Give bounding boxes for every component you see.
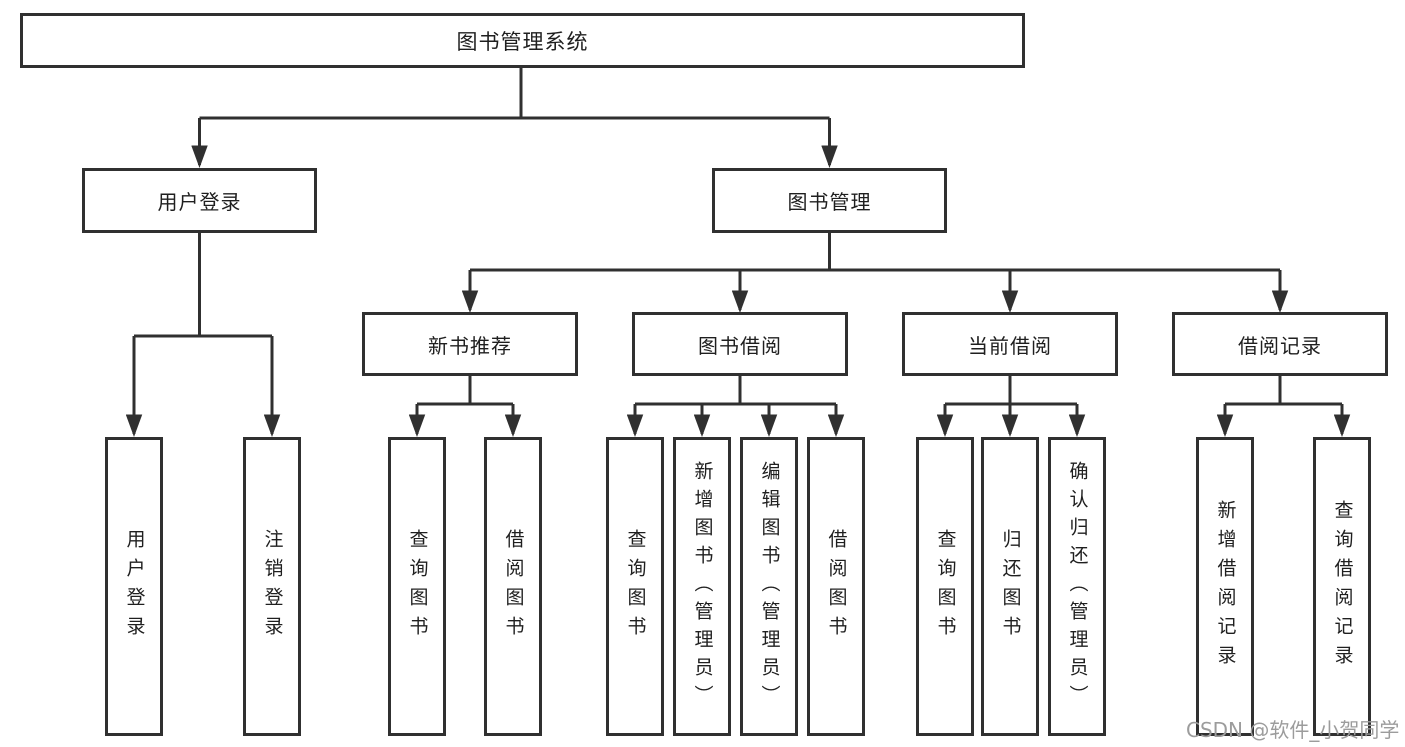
leaf-confirm-return-admin: 确认归还（管理员） [1048, 437, 1106, 736]
leaf-label: 新增图书（管理员） [691, 460, 714, 713]
leaf-label: 查询图书 [406, 528, 429, 645]
connector-current-borrowing [936, 376, 1086, 437]
node-book-management: 图书管理 [712, 168, 947, 233]
leaf-edit-book-admin: 编辑图书（管理员） [740, 437, 798, 736]
node-current-borrowing: 当前借阅 [902, 312, 1118, 376]
leaf-add-borrow-record: 新增借阅记录 [1196, 437, 1254, 736]
leaf-query-borrow-record: 查询借阅记录 [1313, 437, 1371, 736]
leaf-label: 注销登录 [261, 528, 284, 645]
leaf-borrow-books: 借阅图书 [807, 437, 865, 736]
leaf-label: 查询图书 [934, 528, 957, 645]
connector-new-book-recommend [408, 376, 522, 437]
leaf-label: 新增借阅记录 [1214, 499, 1237, 674]
node-user-login: 用户登录 [82, 168, 317, 233]
connector-book-borrowing [626, 376, 845, 437]
leaf-label: 归还图书 [999, 528, 1022, 645]
leaf-query-books: 查询图书 [388, 437, 446, 736]
leaf-label: 借阅图书 [502, 528, 525, 645]
leaf-label: 查询借阅记录 [1331, 499, 1354, 674]
leaf-logout: 注销登录 [243, 437, 301, 736]
leaf-label: 确认归还（管理员） [1066, 460, 1089, 713]
node-book-borrowing: 图书借阅 [632, 312, 848, 376]
csdn-watermark: CSDN @软件_小贺同学 [1186, 718, 1400, 742]
node-new-book-recommend: 新书推荐 [362, 312, 578, 376]
connector-book-management [461, 233, 1289, 313]
leaf-label: 用户登录 [123, 528, 146, 645]
leaf-label: 借阅图书 [825, 528, 848, 645]
leaf-query-books: 查询图书 [606, 437, 664, 736]
leaf-label: 查询图书 [624, 528, 647, 645]
connector-user-login [125, 233, 281, 437]
leaf-borrow-books: 借阅图书 [484, 437, 542, 736]
node-library-management-system: 图书管理系统 [20, 13, 1025, 68]
leaf-add-book-admin: 新增图书（管理员） [673, 437, 731, 736]
leaf-user-login: 用户登录 [105, 437, 163, 736]
node-borrowing-records: 借阅记录 [1172, 312, 1388, 376]
connector-borrowing-records [1216, 376, 1351, 437]
leaf-return-books: 归还图书 [981, 437, 1039, 736]
connector-root [191, 66, 838, 168]
leaf-query-books: 查询图书 [916, 437, 974, 736]
leaf-label: 编辑图书（管理员） [758, 460, 781, 713]
